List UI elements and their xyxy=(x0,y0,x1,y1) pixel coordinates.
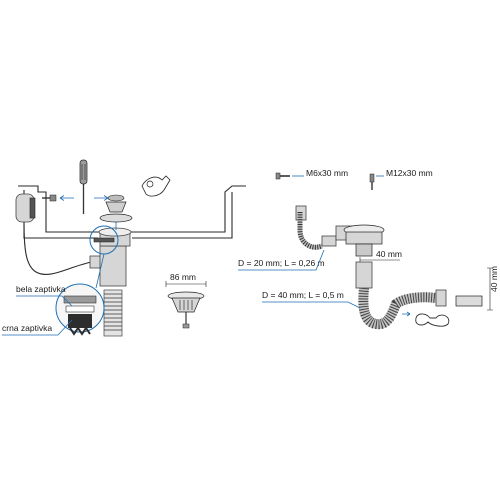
label-hose-small: D = 20 mm; L = 0,26 m xyxy=(238,249,325,271)
seal-detail-zoom xyxy=(55,283,105,336)
label-bela-zaptivka: bela zaptivka xyxy=(16,284,73,307)
overflow-hose xyxy=(23,221,93,275)
strainer-basket xyxy=(99,194,133,223)
screw-m12: M12x30 mm xyxy=(369,168,433,190)
overflow-small xyxy=(295,205,323,250)
screw-m6: M6x30 mm xyxy=(275,168,348,180)
hand-icon xyxy=(141,175,171,197)
tee-connector xyxy=(89,245,127,287)
svg-text:86 mm: 86 mm xyxy=(170,272,196,282)
overflow-outlet xyxy=(15,193,36,223)
svg-text:40 mm: 40 mm xyxy=(489,266,499,292)
siphon-trap xyxy=(355,261,447,330)
drain-unit-right xyxy=(321,224,385,257)
label-hose-large: D = 40 mm; L = 0,5 m xyxy=(262,290,361,309)
svg-text:D = 40 mm; L = 0,5 m: D = 40 mm; L = 0,5 m xyxy=(262,290,344,300)
svg-text:crna zaptivka: crna zaptivka xyxy=(2,323,52,333)
svg-text:M6x30 mm: M6x30 mm xyxy=(306,168,348,178)
arrow-screw xyxy=(59,195,74,201)
svg-text:40 mm: 40 mm xyxy=(376,249,402,259)
hose-clip xyxy=(415,313,450,327)
svg-text:bela zaptivka: bela zaptivka xyxy=(16,284,66,294)
screw-icon xyxy=(42,194,57,202)
svg-text:D = 20 mm; L = 0,26 m: D = 20 mm; L = 0,26 m xyxy=(238,258,325,268)
label-crna-zaptivka: crna zaptivka xyxy=(2,319,73,336)
sink-basin xyxy=(18,185,246,239)
adapter-pipe: 40 mm xyxy=(455,266,499,311)
zoom-leader xyxy=(95,253,105,289)
corrugated-downpipe xyxy=(103,289,123,337)
screwdriver-icon xyxy=(79,159,88,214)
svg-text:M12x30 mm: M12x30 mm xyxy=(386,168,433,178)
strainer-dimension: 86 mm xyxy=(165,272,207,329)
arrow-strainer xyxy=(94,195,109,201)
arrow-clip xyxy=(402,311,411,317)
